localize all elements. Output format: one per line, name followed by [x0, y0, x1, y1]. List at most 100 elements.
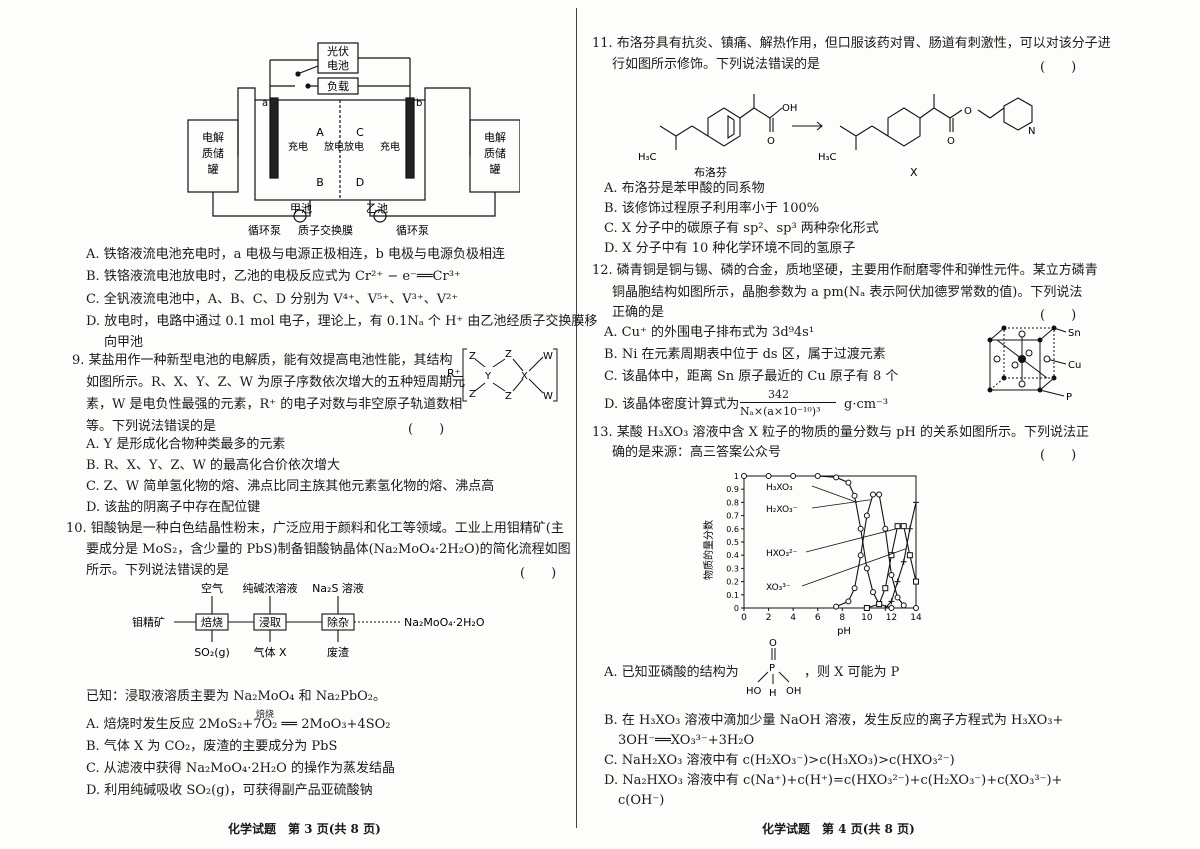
acid-oh: OH: [786, 686, 801, 697]
q9-answer-paren: ( ): [408, 422, 445, 437]
q13-answer-paren: ( ): [1040, 448, 1077, 463]
q11-answer-paren: ( ): [1040, 60, 1077, 75]
series-point-1: [888, 572, 895, 578]
q13-option-b-cont: 3OH⁻══XO₃³⁻+3H₂O: [618, 733, 755, 748]
q13-option-a-cont: ，则 X 可能为 P: [804, 665, 900, 680]
q10-answer-paren: ( ): [520, 566, 557, 581]
series-point-3: [913, 499, 919, 506]
x-ester-o: O: [964, 106, 972, 117]
cell-left-label: 甲池: [290, 202, 312, 215]
q8-option-d: D. 放电时，电路中通过 0.1 mol 电子，理论上，有 0.1Nₐ 个 H⁺…: [86, 314, 598, 329]
flow-so2: SO₂(g): [194, 646, 230, 659]
q12-stem-3: 正确的是: [612, 305, 665, 320]
struct-Y: Y: [484, 371, 492, 382]
series-point-2: [863, 605, 870, 611]
label-cu: Cu: [1068, 360, 1081, 371]
series-point-1: [894, 594, 901, 601]
tank-right-2: 质储: [484, 146, 506, 160]
x-pyridine-n: N: [1028, 126, 1035, 137]
q12-option-c: C. 该晶体中，距离 Sn 原子最近的 Cu 原子有 8 个: [604, 369, 899, 384]
series-point-1: [870, 491, 876, 498]
series-point-0: [888, 605, 895, 611]
x-tick-label: 0: [741, 613, 747, 623]
flow-ore: 钼精矿: [132, 615, 165, 629]
struct-Z2: Z: [469, 389, 476, 400]
legend-xo3: XO₃³⁻: [766, 583, 791, 593]
q13-stem-2: 确的是来源：高三答案公众号: [612, 445, 782, 460]
p-atom: [1018, 355, 1026, 363]
ring-ibuprofen: [707, 107, 741, 147]
electrode-a: [269, 97, 279, 179]
label-sn: Sn: [1068, 328, 1081, 339]
footer-left: 化学试题 第 3 页(共 8 页): [228, 822, 381, 836]
charge-left: 充电: [288, 140, 308, 153]
q13-option-d: D. Na₂HXO₃ 溶液中有 c(Na⁺)+c(H⁺)=c(HXO₃²⁻)+c…: [604, 773, 1063, 788]
series-point-1: [857, 552, 864, 559]
y-tick-label: 0.9: [726, 485, 739, 494]
struct-Z1: Z: [469, 351, 476, 362]
series-point-0: [851, 492, 858, 499]
legend-pointer-2: [805, 528, 897, 553]
ibuprofen-o: O: [767, 136, 775, 147]
flow-soda: 纯碱浓溶液: [243, 582, 298, 595]
q13-option-c: C. NaH₂XO₃ 溶液中有 c(H₂XO₃⁻)>c(H₃XO₃)>c(HXO…: [604, 753, 955, 768]
pv-label-1: 光伏: [327, 44, 349, 58]
x-tick-label: 4: [790, 613, 796, 623]
label-B: B: [316, 176, 324, 189]
chart-xlabel: pH: [837, 626, 851, 637]
q12-stem-1: 12. 磷青铜是铜与锡、磷的合金，质地坚硬，主要用作耐磨零件和弹性元件。某立方磷…: [592, 263, 1098, 278]
electrode-b: [405, 97, 415, 179]
electrode-a-label: a: [262, 98, 268, 109]
q13-stem-1: 13. 某酸 H₃XO₃ 溶液中含 X 粒子的物质的量分数与 pH 的关系如图所…: [592, 425, 1089, 440]
y-tick-label: 1: [734, 472, 739, 481]
series-point-2: [876, 601, 883, 608]
q13-option-a: A. 已知亚磷酸的结构为: [604, 665, 739, 680]
electrode-b-label: b: [416, 98, 422, 109]
struct-R: R⁺: [447, 367, 461, 380]
tank-left-2: 质储: [202, 146, 224, 160]
q11-stem-2: 行如图所示修饰。下列说法错误的是: [612, 57, 821, 72]
q12-option-a: A. Cu⁺ 的外围电子排布式为 3d⁹4s¹: [604, 325, 815, 340]
q10-option-d: D. 利用纯碱吸收 SO₂(g)，可获得副产品亚硫酸钠: [86, 783, 373, 798]
acid-o: O: [769, 638, 777, 649]
struct-W2: W: [543, 391, 553, 402]
series-point-2: [900, 523, 907, 530]
q10-roast-condition: 焙烧: [256, 710, 275, 720]
x-name: X: [910, 166, 918, 178]
series-point-2: [906, 552, 913, 559]
q12-unit-cell: Sn Cu P: [987, 325, 1081, 402]
x-h3c: H₃C: [818, 152, 837, 163]
struct-W1: W: [543, 351, 553, 362]
q10-stem-2: 要成分是 MoS₂，含少量的 PbS)制备钼酸钠晶体(Na₂MoO₄·2H₂O)…: [86, 542, 571, 557]
q9-stem-2: 如图所示。R、X、Y、Z、W 为原子序数依次增大的五种短周期元: [86, 375, 466, 390]
q13-option-b: B. 在 H₃XO₃ 溶液中滴加少量 NaOH 溶液，发生反应的离子方程式为 H…: [604, 713, 1064, 728]
q11-option-d: D. X 分子中有 10 种化学环境不同的氢原子: [604, 241, 856, 256]
legend-pointer-3: [801, 548, 907, 587]
legend-hxo3: HXO₃²⁻: [766, 549, 798, 559]
series-point-2: [882, 585, 889, 592]
x-tick-label: 2: [766, 613, 772, 623]
pump-left-label: 循环泵: [248, 224, 281, 237]
acid-p: P: [769, 663, 775, 674]
load-label: 负载: [327, 79, 349, 93]
flow-residue: 废渣: [327, 645, 349, 659]
q9-option-c: C. Z、W 简单氢化物的熔、沸点比同主族其他元素氢化物的熔、沸点高: [86, 479, 495, 494]
q8-option-c: C. 全钒液流电池中，A、B、C、D 分别为 V⁴⁺、V⁵⁺、V³⁺、V²⁺: [86, 292, 459, 307]
series-point-2: [913, 578, 919, 585]
series-point-3: [888, 598, 895, 605]
label-D: D: [356, 176, 364, 189]
series-point-1: [845, 598, 852, 605]
q12-answer-paren: ( ): [1040, 308, 1077, 323]
series-line-3: [884, 502, 917, 609]
x-tick-label: 6: [815, 613, 821, 623]
flow-battery-diagram: 光伏 电池 负载 a b 电解 质储 罐 电解 质储 罐 A B C D 充电 …: [187, 42, 520, 237]
label-A: A: [316, 126, 324, 139]
series-point-0: [833, 474, 840, 481]
q9-option-d: D. 该盐的阴离子中存在配位键: [86, 500, 261, 515]
y-tick-label: 0: [734, 604, 739, 613]
flow-air: 空气: [201, 582, 223, 595]
flow-roast: 焙烧: [201, 615, 223, 629]
flow-gasx: 气体 X: [253, 645, 286, 659]
membrane-label: 质子交换膜: [298, 223, 353, 237]
q12-option-d: D. 该晶体密度计算式为: [604, 397, 740, 412]
